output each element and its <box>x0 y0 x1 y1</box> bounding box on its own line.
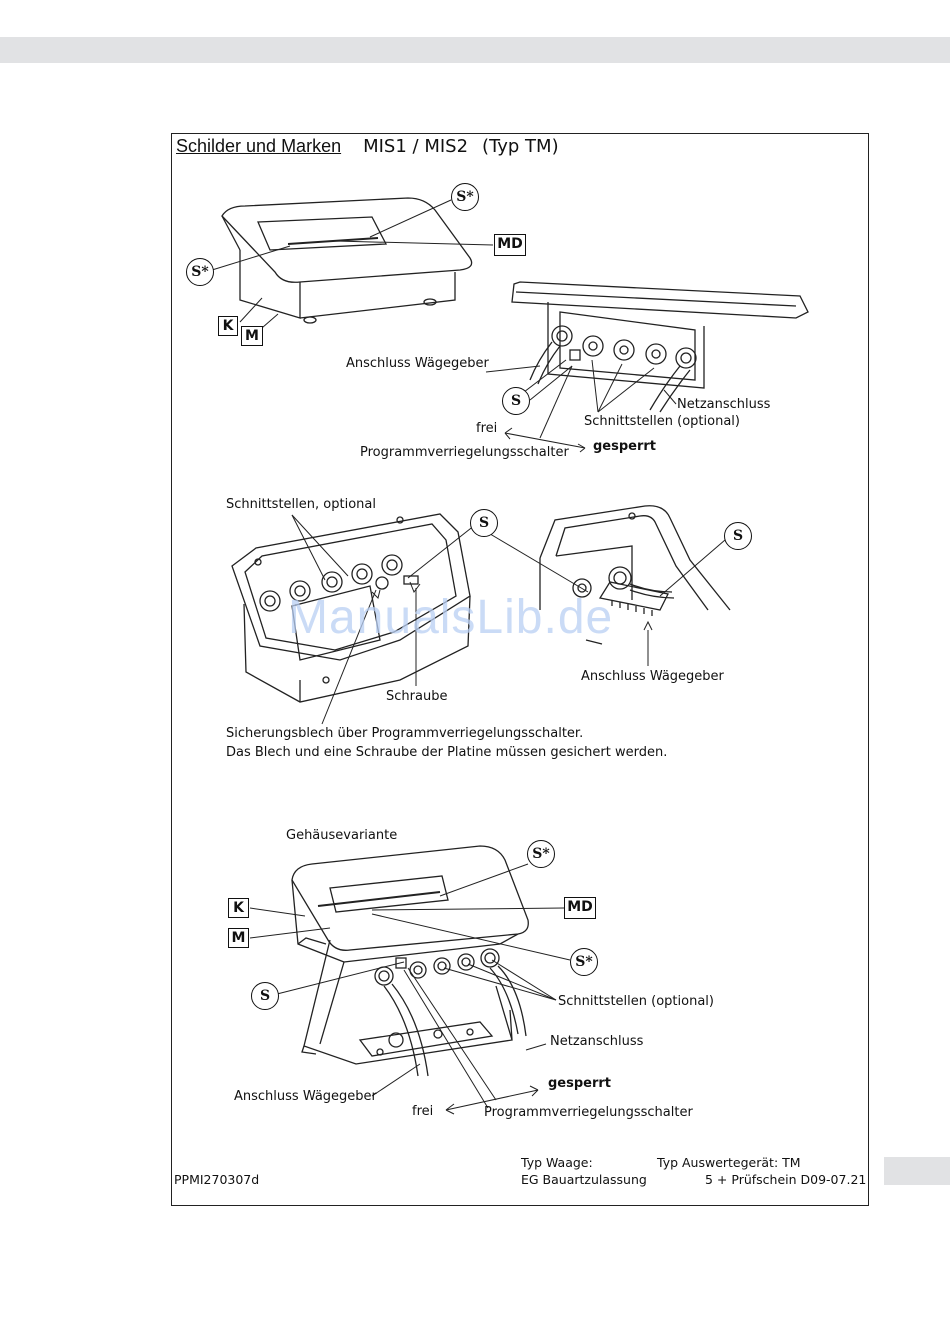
footer-typ-waage: Typ Waage: <box>521 1155 593 1170</box>
marker-md-variant: MD <box>564 897 596 919</box>
title-main: Schilder und Marken <box>176 136 342 156</box>
device-front-view <box>221 197 473 324</box>
document-frame <box>171 133 869 1206</box>
housing-open-right <box>539 505 731 645</box>
label-anschluss-waegegeber-3: Anschluss Wägegeber <box>234 1089 377 1104</box>
marker-m-variant: M <box>228 928 249 948</box>
footer-typ-auswertegeraet: Typ Auswertegerät: TM <box>657 1155 801 1170</box>
section2-leaders <box>291 514 726 725</box>
label-frei-3: frei <box>412 1104 434 1119</box>
footer-pruefschein: 5 + Prüfschein D09-07.21 <box>705 1172 867 1187</box>
top-bar <box>0 37 950 63</box>
marker-s-star-variant-right: S* <box>570 948 598 976</box>
watermark: ManualsLib.de <box>288 591 614 644</box>
label-gehaeusevariante: Gehäusevariante <box>286 828 398 843</box>
label-anschluss-waegegeber-1: Anschluss Wägegeber <box>346 356 489 371</box>
marker-m: M <box>241 326 263 346</box>
label-schraube: Schraube <box>386 689 448 704</box>
label-programmverriegelungsschalter-1: Programmverriegelungsschalter <box>360 445 569 460</box>
page-title: Schilder und Marken MIS1 / MIS2 (Typ TM) <box>176 136 559 157</box>
label-schnittstellen-1: Schnittstellen (optional) <box>584 414 740 429</box>
label-programmverriegelungsschalter-3: Programmverriegelungsschalter <box>484 1105 693 1120</box>
label-netzanschluss-1: Netzanschluss <box>677 397 771 412</box>
label-gesperrt-1: gesperrt <box>593 439 657 454</box>
label-schnittstellen-3: Schnittstellen (optional) <box>558 994 714 1009</box>
housing-variant <box>291 845 529 1077</box>
marker-s-open-right: S <box>724 522 752 550</box>
marker-k-variant: K <box>228 898 249 918</box>
footer-code: PPMI270307d <box>174 1172 260 1187</box>
housing-open-left <box>231 513 471 703</box>
label-schnittstellen-2: Schnittstellen, optional <box>226 497 376 512</box>
marker-k: K <box>218 316 238 336</box>
note-line-2: Das Blech und eine Schraube der Platine … <box>226 745 668 760</box>
footer-eg-bauartzulassung: EG Bauartzulassung <box>521 1172 647 1187</box>
marker-s-open-left: S <box>470 509 498 537</box>
section3-leaders <box>249 863 571 1115</box>
page-tab <box>884 1157 950 1185</box>
section1-leaders <box>211 199 677 453</box>
label-frei-1: frei <box>476 421 498 436</box>
marker-s-star-top: S* <box>451 183 479 211</box>
title-sub: MIS1 / MIS2 <box>363 136 469 157</box>
marker-s-variant: S <box>251 982 279 1010</box>
marker-md: MD <box>494 234 526 256</box>
device-rear-view <box>511 281 809 413</box>
marker-s-star-variant-top: S* <box>527 840 555 868</box>
label-anschluss-waegegeber-2: Anschluss Wägegeber <box>581 669 724 684</box>
note-line-1: Sicherungsblech über Programmverriegelun… <box>226 726 584 741</box>
label-gesperrt-3: gesperrt <box>548 1076 612 1091</box>
marker-s-star-left: S* <box>186 258 214 286</box>
label-netzanschluss-3: Netzanschluss <box>550 1034 644 1049</box>
marker-s-rear: S <box>502 387 530 415</box>
title-type: (Typ TM) <box>482 136 559 157</box>
